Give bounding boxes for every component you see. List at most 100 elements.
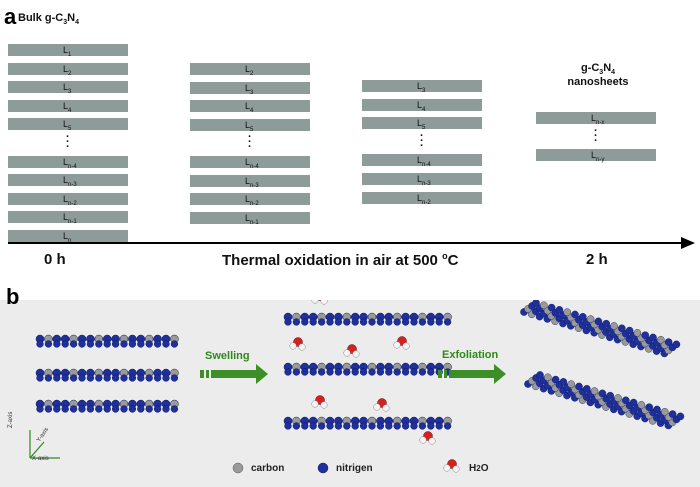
water-hydrogen <box>343 349 351 357</box>
atom <box>401 318 410 326</box>
atom <box>618 324 626 333</box>
stack-0h-layer-label: Ln-1 <box>63 212 77 226</box>
atom <box>334 318 343 326</box>
atom <box>393 422 401 430</box>
stack-late-layer-label: L3 <box>417 81 426 94</box>
stack-0h-layer <box>8 174 128 187</box>
swelling-label: Swelling <box>205 350 250 362</box>
water-hydrogen <box>311 300 319 304</box>
atom <box>69 374 78 382</box>
stack-late-layer-label: Ln-2 <box>417 192 431 206</box>
exfoliation-label: Exfoliation <box>442 349 499 361</box>
atom <box>111 405 120 413</box>
atom <box>284 368 292 376</box>
atom <box>317 422 326 430</box>
atom <box>555 306 564 314</box>
atom <box>95 405 103 413</box>
atom <box>137 405 145 413</box>
atom <box>284 422 292 430</box>
atom <box>351 368 359 376</box>
atom <box>162 340 170 348</box>
stack-mid-layer-label: Ln-2 <box>245 194 259 207</box>
atom <box>637 401 646 409</box>
atom <box>443 422 452 430</box>
stack-0h-layer <box>8 62 128 75</box>
atom <box>343 422 351 430</box>
atom <box>145 405 153 413</box>
stack-0h-layer <box>8 118 128 131</box>
atom <box>61 340 69 348</box>
atom <box>563 308 572 317</box>
stack-mid-layer-label: Ln-3 <box>245 175 259 189</box>
atom <box>61 405 69 413</box>
stack-late-layer-label: Ln-4 <box>417 155 431 169</box>
atom <box>385 422 393 430</box>
atom <box>614 394 622 402</box>
atom <box>427 422 435 430</box>
atom <box>351 318 359 326</box>
atom <box>602 319 611 328</box>
atom <box>590 387 599 395</box>
stack-late-layer <box>362 173 482 185</box>
atom <box>435 318 443 326</box>
atom <box>44 340 53 348</box>
atom <box>36 340 44 348</box>
atom <box>410 422 418 430</box>
y-axis-line <box>29 441 45 459</box>
atom <box>368 318 376 326</box>
atom <box>162 374 170 382</box>
atom <box>128 374 137 382</box>
atom <box>334 368 343 376</box>
atom <box>36 374 44 382</box>
atom <box>359 368 368 376</box>
atom <box>606 391 615 400</box>
stack-mid-layer <box>190 174 310 187</box>
atom <box>385 318 393 326</box>
atom <box>610 322 618 330</box>
atom <box>343 318 351 326</box>
stack-0h-layer-label: Ln <box>63 231 72 244</box>
water-hydrogen <box>382 404 390 412</box>
atom <box>376 318 385 326</box>
atom <box>664 338 673 346</box>
atom <box>622 396 630 405</box>
atom <box>78 405 86 413</box>
stack-late-layer-label: Ln-3 <box>417 174 431 187</box>
atom <box>284 318 292 326</box>
atom <box>103 374 111 382</box>
stack-late-ellipsis: ··· <box>420 129 424 152</box>
stack-0h-layer <box>8 230 128 242</box>
atom <box>351 422 359 430</box>
atom <box>343 368 351 376</box>
atom <box>435 422 443 430</box>
atom <box>153 340 162 348</box>
stack-late-layer-label: L5 <box>417 118 426 131</box>
atom <box>547 303 556 312</box>
atom <box>36 405 44 413</box>
stack-late-layer <box>362 154 482 167</box>
stack-mid-layer <box>190 118 310 131</box>
atom <box>162 405 170 413</box>
atom <box>53 340 61 348</box>
atom <box>137 340 145 348</box>
stack-0h-layer-label: L3 <box>63 82 72 95</box>
legend-water-swatch-hydrogen <box>443 464 451 472</box>
exfoliation-arrow-dash <box>438 370 442 378</box>
atom <box>594 317 603 326</box>
atom <box>128 405 137 413</box>
nanosheets-title: g-C3N4 nanosheets <box>567 62 629 89</box>
atom <box>633 329 642 337</box>
stack-late-layer <box>362 117 482 130</box>
atom <box>292 422 301 430</box>
stack-mid-layer <box>190 81 310 94</box>
atom <box>418 318 427 326</box>
water-hydrogen <box>289 342 297 350</box>
water-hydrogen <box>393 341 401 349</box>
atom <box>309 422 317 430</box>
water-hydrogen <box>419 436 427 444</box>
atom <box>629 398 638 407</box>
time-axis-arrowhead <box>681 237 695 249</box>
stack-0h-layer <box>8 99 128 112</box>
molecular-scheme <box>29 300 685 474</box>
water-hydrogen <box>298 343 306 351</box>
